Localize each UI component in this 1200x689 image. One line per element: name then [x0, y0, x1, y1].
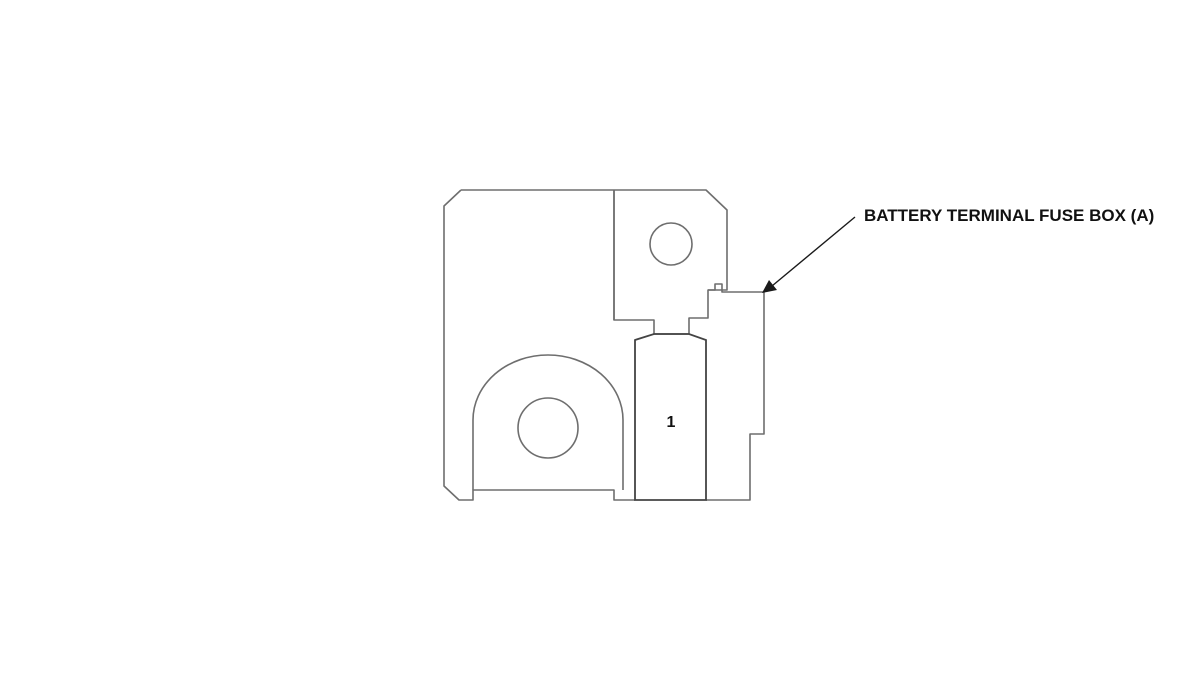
fuse-box-body-outline — [443, 189, 728, 501]
right-housing — [706, 283, 765, 501]
lower-terminal-hole — [517, 397, 579, 459]
upper-terminal-hole — [649, 222, 693, 266]
lower-terminal-boss — [472, 354, 624, 490]
fuse-1-outline — [634, 333, 707, 501]
callout-arrowhead — [762, 280, 777, 293]
fuse-1-label: 1 — [667, 414, 676, 431]
callout-leader-line — [771, 216, 856, 287]
callout-label: BATTERY TERMINAL FUSE BOX (A) — [864, 206, 1154, 225]
